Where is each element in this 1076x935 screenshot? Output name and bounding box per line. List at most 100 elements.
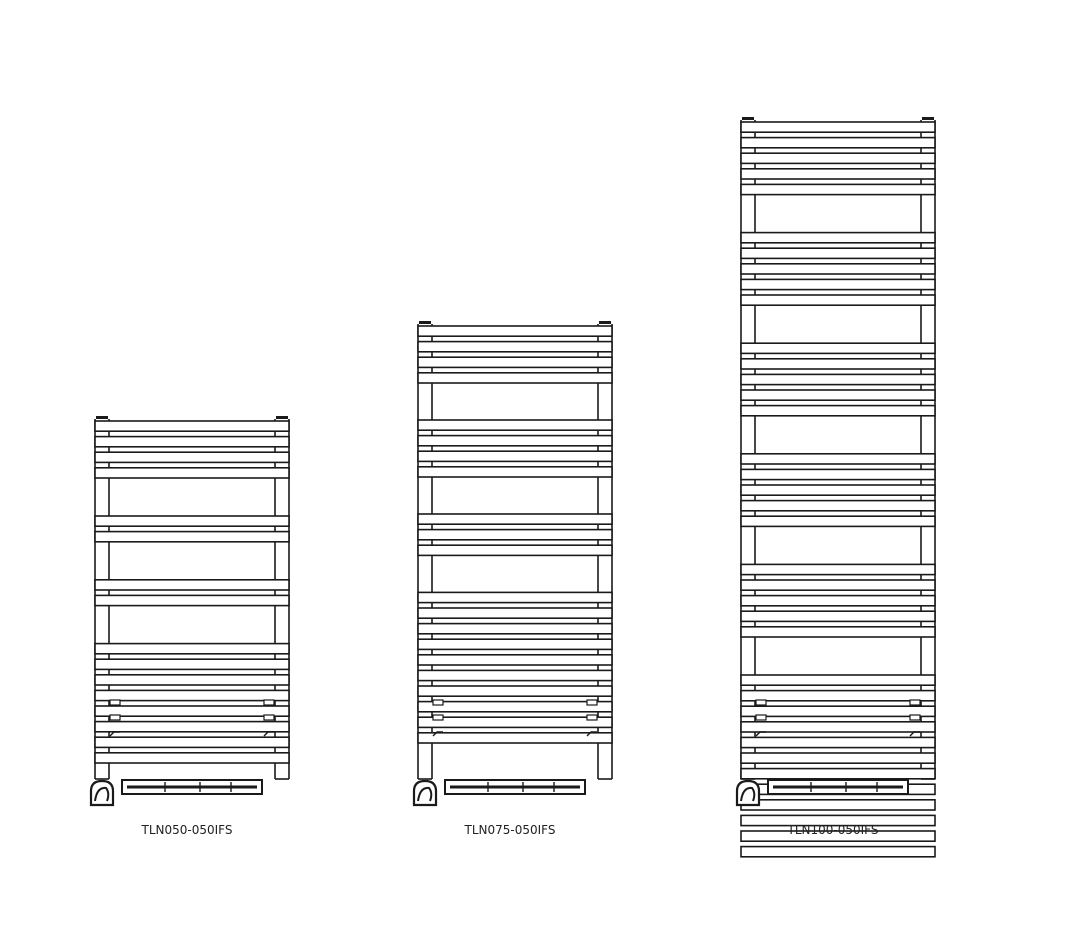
wall-bracket: [109, 714, 121, 721]
towel-bar: [740, 579, 936, 591]
wall-bracket: [263, 699, 275, 706]
towel-bar: [740, 278, 936, 291]
radiator-tln100: [735, 117, 936, 858]
model-label-tln050: TLN050-050IFS: [141, 823, 233, 837]
towel-bar: [740, 845, 936, 858]
top-cap: [276, 416, 288, 419]
radiator-tln050: [89, 416, 290, 807]
towel-bar: [417, 528, 613, 541]
towel-bar: [740, 689, 936, 702]
wall-bracket: [909, 714, 921, 721]
towel-bar: [94, 594, 290, 607]
towel-bar: [740, 830, 936, 842]
towel-bar: [740, 262, 936, 275]
towel-bar: [740, 484, 936, 496]
towel-bar: [417, 340, 613, 353]
towel-bar: [417, 638, 613, 651]
towel-bar: [94, 689, 290, 702]
wall-bracket: [909, 699, 921, 706]
top-cap: [599, 321, 611, 324]
towel-bar: [740, 294, 936, 306]
towel-bar: [94, 420, 290, 432]
towel-bar: [94, 530, 290, 543]
towel-bar: [740, 563, 936, 576]
thermostat-dial: [94, 786, 110, 802]
towel-bar: [417, 465, 613, 478]
wall-bracket: [109, 731, 120, 737]
towel-bar: [94, 642, 290, 655]
thermostat-knob: [735, 779, 761, 807]
towel-bar: [740, 767, 936, 780]
towel-bar: [740, 373, 936, 386]
towel-bar: [740, 404, 936, 417]
towel-bar: [417, 371, 613, 384]
towel-bar: [740, 136, 936, 149]
model-label-tln100: TLN100-050IFS: [787, 823, 879, 837]
thermostat-knob: [412, 779, 438, 807]
towel-bar: [417, 544, 613, 557]
towel-bar: [740, 152, 936, 165]
towel-bar: [417, 669, 613, 682]
towel-bar: [94, 720, 290, 733]
towel-bar: [94, 515, 290, 527]
towel-bar: [740, 705, 936, 718]
wall-bracket: [432, 714, 444, 721]
top-cap: [419, 321, 431, 324]
towel-bar: [740, 452, 936, 465]
towel-bar: [417, 731, 613, 744]
towel-bar: [94, 736, 290, 749]
towel-bar: [417, 434, 613, 447]
towel-bar: [740, 515, 936, 528]
towel-bar: [94, 705, 290, 717]
towel-bar: [740, 720, 936, 733]
towel-bar: [740, 183, 936, 196]
wall-bracket: [755, 714, 767, 721]
towel-bar: [417, 419, 613, 431]
towel-bar: [740, 674, 936, 686]
towel-bar: [417, 716, 613, 729]
towel-bar: [417, 591, 613, 604]
wall-bracket: [432, 699, 444, 706]
wall-bracket: [586, 731, 597, 737]
wall-bracket: [586, 699, 598, 706]
towel-bar: [417, 607, 613, 619]
towel-bar: [740, 814, 936, 827]
wall-bracket: [755, 731, 766, 737]
towel-bar: [740, 121, 936, 133]
top-cap: [742, 117, 754, 120]
wall-bracket: [909, 731, 920, 737]
towel-bar: [417, 700, 613, 713]
towel-bar: [740, 389, 936, 401]
towel-bar: [417, 513, 613, 525]
towel-bar: [417, 685, 613, 697]
radiator-tln075: [412, 321, 613, 807]
thermostat-dial: [417, 786, 433, 802]
top-cap: [922, 117, 934, 120]
towel-bar: [740, 499, 936, 512]
towel-bar: [740, 736, 936, 749]
towel-bar: [740, 752, 936, 764]
towel-bar: [740, 610, 936, 623]
towel-bar: [94, 658, 290, 671]
towel-bar: [740, 625, 936, 638]
towel-bar: [740, 247, 936, 260]
towel-bar: [94, 751, 290, 764]
towel-bar: [417, 356, 613, 369]
towel-bar: [740, 342, 936, 355]
top-cap: [96, 416, 108, 419]
thermostat-dial: [740, 786, 756, 802]
towel-bar: [417, 653, 613, 666]
towel-bar: [94, 435, 290, 448]
towel-bar: [740, 357, 936, 370]
towel-bar: [740, 231, 936, 244]
thermostat-knob: [89, 779, 115, 807]
towel-bar: [94, 578, 290, 591]
towel-bar: [94, 673, 290, 686]
towel-bar: [740, 168, 936, 180]
wall-bracket: [432, 731, 443, 737]
towel-bar: [417, 450, 613, 463]
towel-bar: [740, 798, 936, 811]
towel-bar: [417, 622, 613, 635]
towel-bar: [740, 594, 936, 607]
